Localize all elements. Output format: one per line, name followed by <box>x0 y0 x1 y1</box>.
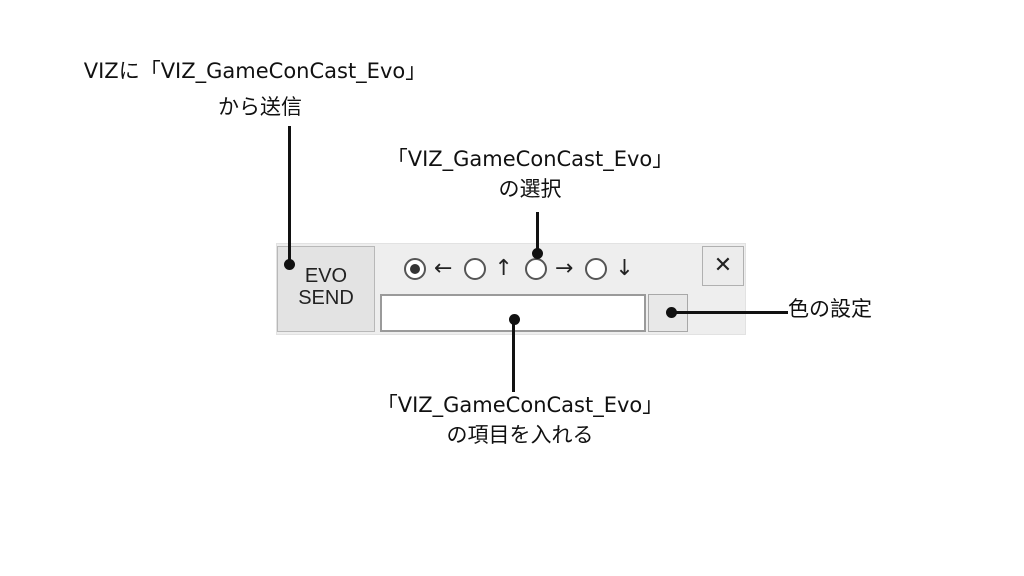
leader-line-send <box>288 126 291 264</box>
close-button[interactable]: ✕ <box>702 246 744 286</box>
radio-right[interactable] <box>524 258 547 280</box>
input-annotation-line2: の項目を入れる <box>446 423 594 447</box>
leader-dot-input <box>509 314 520 325</box>
leader-line-input <box>512 318 515 392</box>
color-annotation: 色の設定 <box>788 294 872 324</box>
radio-selected-dot <box>410 264 420 274</box>
leader-line-color <box>670 311 788 314</box>
color-annotation-line1: 色の設定 <box>788 297 872 321</box>
input-annotation: 「VIZ_GameConCast_Evo」 の項目を入れる <box>330 390 710 450</box>
direction-radio-group: ← ↑ → ↓ <box>398 252 640 286</box>
close-icon: ✕ <box>713 253 733 278</box>
arrow-down-icon: ↓ <box>615 256 634 281</box>
evo-send-label-1: EVO <box>304 265 348 287</box>
arrow-left-icon: ← <box>434 256 453 281</box>
send-annotation-line2: から送信 <box>218 95 302 119</box>
radio-left[interactable] <box>404 258 426 280</box>
evo-send-label-2: SEND <box>298 287 354 309</box>
arrow-right-icon: → <box>554 256 574 281</box>
leader-dot-select <box>532 248 543 259</box>
send-annotation-line1: VIZに「VIZ_GameConCast_Evo」 <box>83 59 427 83</box>
leader-line-select <box>536 212 539 252</box>
send-annotation: VIZに「VIZ_GameConCast_Evo」 <box>30 56 480 86</box>
select-annotation-line1: 「VIZ_GameConCast_Evo」 <box>386 147 674 171</box>
select-annotation: 「VIZ_GameConCast_Evo」 の選択 <box>340 144 720 204</box>
radio-up[interactable] <box>464 258 487 280</box>
send-annotation-2: から送信 <box>160 92 360 122</box>
leader-dot-send <box>284 259 295 270</box>
input-annotation-line1: 「VIZ_GameConCast_Evo」 <box>376 393 664 417</box>
select-annotation-line2: の選択 <box>498 177 562 201</box>
radio-down[interactable] <box>585 258 608 280</box>
arrow-up-icon: ↑ <box>494 256 513 281</box>
leader-dot-color <box>666 307 677 318</box>
